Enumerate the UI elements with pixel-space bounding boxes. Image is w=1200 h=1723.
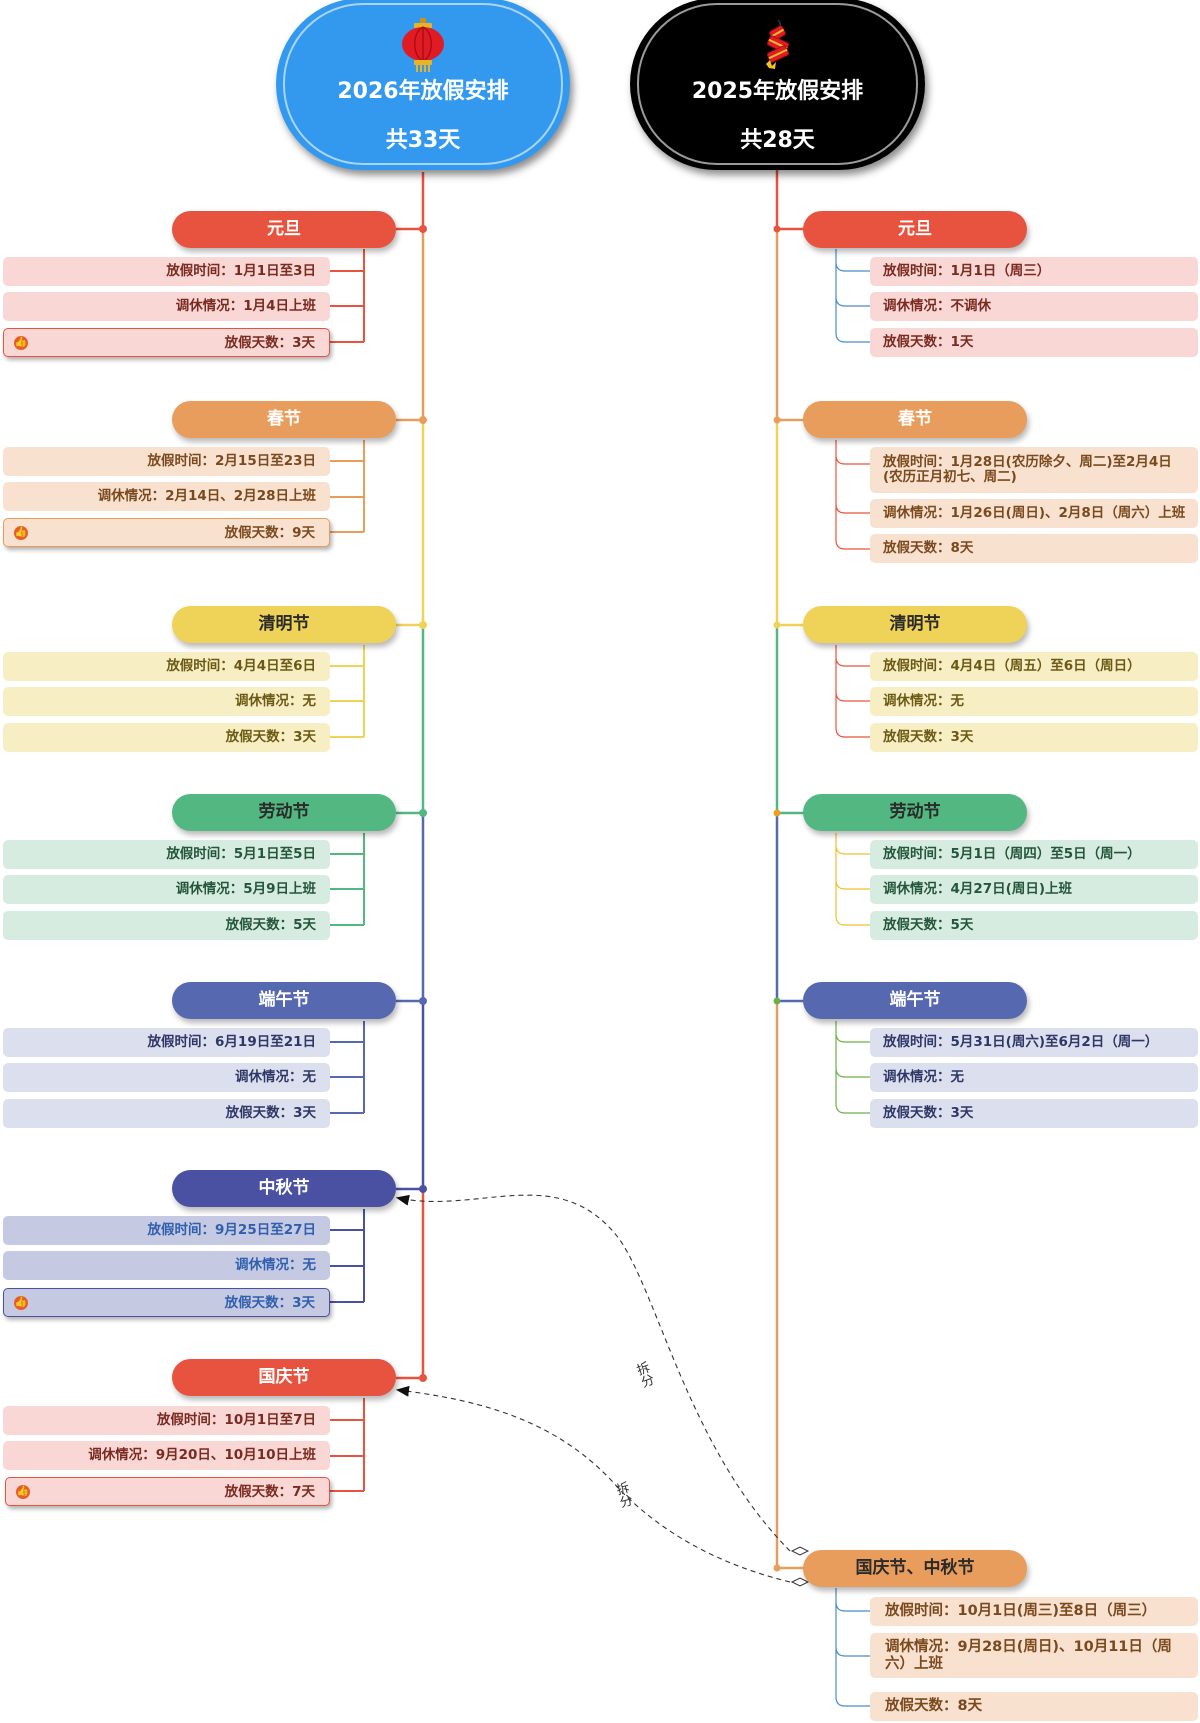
leaf-days[interactable]: 放假天数：8天 xyxy=(870,1692,1198,1721)
leaf-adjust[interactable]: 调休情况：1月26日(周日)、2月8日（周六）上班 xyxy=(870,499,1198,528)
topic-2026-zhongqiu[interactable]: 中秋节 xyxy=(172,1170,396,1207)
topic-2026-qingming[interactable]: 清明节 xyxy=(172,606,396,643)
leaf-time[interactable]: 放假时间：9月25日至27日 xyxy=(3,1216,330,1245)
leaf-adjust[interactable]: 调休情况：无 xyxy=(3,1063,330,1092)
leaf-days-text: 放假天数：7天 xyxy=(224,1484,315,1500)
topic-2025-duanwu[interactable]: 端午节 xyxy=(803,982,1027,1019)
topic-2025-yuandan[interactable]: 元旦 xyxy=(803,211,1027,248)
leaf-days-text: 放假天数：9天 xyxy=(224,525,315,541)
leaf-time[interactable]: 放假时间：1月1日至3日 xyxy=(3,257,330,286)
leaf-days[interactable]: 放假天数：3天 xyxy=(870,1099,1198,1128)
leaf-days[interactable]: 放假天数：3天 xyxy=(870,723,1198,752)
leaf-days[interactable]: 👍 放假天数：3天 xyxy=(3,328,330,357)
leaf-days[interactable]: 放假天数：5天 xyxy=(3,911,330,940)
leaf-adjust[interactable]: 调休情况：9月28日(周日)、10月11日（周六）上班 xyxy=(870,1633,1198,1678)
leaf-adjust[interactable]: 调休情况：2月14日、2月28日上班 xyxy=(3,482,330,511)
leaf-adjust[interactable]: 调休情况：无 xyxy=(870,1063,1198,1092)
leaf-time[interactable]: 放假时间：1月28日(农历除夕、周二)至2月4日(农历正月初七、周二) xyxy=(870,447,1198,493)
leaf-time[interactable]: 放假时间：10月1日至7日 xyxy=(3,1406,330,1435)
leaf-time[interactable]: 放假时间：6月19日至21日 xyxy=(3,1028,330,1057)
leaf-adjust[interactable]: 调休情况：5月9日上班 xyxy=(3,875,330,904)
leaf-days[interactable]: 放假天数：5天 xyxy=(870,911,1198,940)
topic-2026-chunjie[interactable]: 春节 xyxy=(172,401,396,438)
leaf-adjust[interactable]: 调休情况：无 xyxy=(870,687,1198,716)
leaf-time[interactable]: 放假时间：5月31日(周六)至6月2日（周一） xyxy=(870,1028,1198,1057)
relation-label: 拆分 xyxy=(632,1360,655,1390)
topic-2025-chunjie[interactable]: 春节 xyxy=(803,401,1027,438)
topic-2026-duanwu[interactable]: 端午节 xyxy=(172,982,396,1019)
root-title: 2025年放假安排 xyxy=(691,79,864,104)
leaf-days[interactable]: 👍 放假天数：9天 xyxy=(3,518,330,547)
leaf-time[interactable]: 放假时间：1月1日（周三） xyxy=(870,257,1198,286)
leaf-days[interactable]: 放假天数：1天 xyxy=(870,328,1198,357)
leaf-days[interactable]: 放假天数：8天 xyxy=(870,534,1198,563)
topic-2026-laodong[interactable]: 劳动节 xyxy=(172,794,396,831)
leaf-time[interactable]: 放假时间：5月1日（周四）至5日（周一） xyxy=(870,840,1198,869)
thumbs-up-icon: 👍 xyxy=(16,1485,30,1499)
topic-2025-qingming[interactable]: 清明节 xyxy=(803,606,1027,643)
leaf-time[interactable]: 放假时间：4月4日（周五）至6日（周日） xyxy=(870,652,1198,681)
topic-2026-yuandan[interactable]: 元旦 xyxy=(172,211,396,248)
leaf-days-text: 放假天数：3天 xyxy=(224,1295,315,1311)
leaf-days[interactable]: 放假天数：3天 xyxy=(3,723,330,752)
lantern-icon xyxy=(400,18,446,76)
leaf-adjust[interactable]: 调休情况：1月4日上班 xyxy=(3,292,330,321)
leaf-time[interactable]: 放假时间：4月4日至6日 xyxy=(3,652,330,681)
leaf-days-text: 放假天数：3天 xyxy=(224,335,315,351)
topic-2025-guoqing-zhongqiu[interactable]: 国庆节、中秋节 xyxy=(803,1550,1027,1587)
thumbs-up-icon: 👍 xyxy=(14,526,28,540)
leaf-days[interactable]: 放假天数：3天 xyxy=(3,1099,330,1128)
leaf-adjust[interactable]: 调休情况：4月27日(周日)上班 xyxy=(870,875,1198,904)
root-2026[interactable]: 2026年放假安排 共33天 xyxy=(276,0,570,170)
root-total: 共33天 xyxy=(385,128,461,153)
leaf-time[interactable]: 放假时间：5月1日至5日 xyxy=(3,840,330,869)
leaf-adjust[interactable]: 调休情况：9月20日、10月10日上班 xyxy=(3,1441,330,1470)
leaf-adjust[interactable]: 调休情况：无 xyxy=(3,687,330,716)
root-2025[interactable]: 2025年放假安排 共28天 xyxy=(630,0,925,170)
firecracker-icon xyxy=(758,19,798,74)
topic-2025-laodong[interactable]: 劳动节 xyxy=(803,794,1027,831)
thumbs-up-icon: 👍 xyxy=(14,336,28,350)
leaf-days[interactable]: 👍 放假天数：7天 xyxy=(5,1477,330,1506)
root-title: 2026年放假安排 xyxy=(337,79,509,104)
topic-2026-guoqing[interactable]: 国庆节 xyxy=(172,1359,396,1396)
thumbs-up-icon: 👍 xyxy=(14,1296,28,1310)
leaf-time[interactable]: 放假时间：10月1日(周三)至8日（周三） xyxy=(870,1597,1198,1626)
leaf-time[interactable]: 放假时间：2月15日至23日 xyxy=(3,447,330,476)
leaf-adjust[interactable]: 调休情况：无 xyxy=(3,1251,330,1280)
relation-label: 拆分 xyxy=(611,1480,634,1510)
leaf-adjust[interactable]: 调休情况：不调休 xyxy=(870,292,1198,321)
root-total: 共28天 xyxy=(740,128,815,153)
leaf-days[interactable]: 👍 放假天数：3天 xyxy=(3,1288,330,1317)
